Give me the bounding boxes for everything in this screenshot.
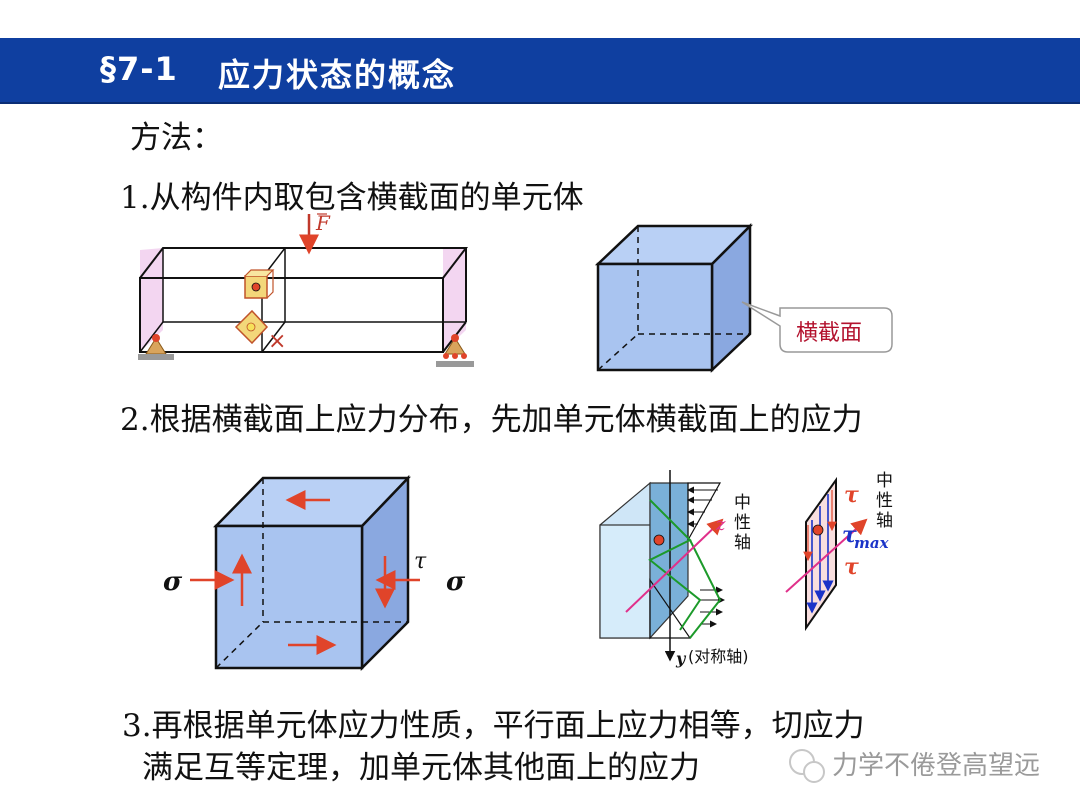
callout-cross-section: 横截面 (796, 321, 862, 346)
sigma-right-label: σ (446, 567, 466, 597)
top-margin (0, 0, 1080, 38)
neutral-axis-char-3: 轴 (734, 533, 751, 553)
neutral-axis-char-1: 中 (734, 493, 751, 513)
stressed-cube: σ σ τ (163, 474, 466, 672)
neutral-axis2-char-2: 性 (876, 491, 893, 511)
y-axis-note: (对称轴) (688, 647, 749, 666)
watermark-text: 力学不倦登高望远 (832, 751, 1041, 781)
neutral-axis-char-2: 性 (734, 513, 751, 533)
force-label: F (315, 211, 331, 235)
tau-bottom-label: τ (844, 554, 859, 580)
neutral-axis2-char-3: 轴 (876, 511, 893, 531)
z-axis-label: z (715, 514, 726, 535)
step-3-text-line2: 满足互等定理，加单元体其他面上的应力 (142, 750, 700, 786)
neutral-axis2-char-1: 中 (876, 471, 893, 491)
title-banner: §7-1 应力状态的概念 (0, 38, 1080, 104)
section-number: §7-1 (100, 50, 178, 88)
tau-top-label: τ (844, 482, 859, 508)
sigma-left-label: σ (163, 567, 183, 597)
tau-label: τ (414, 549, 427, 574)
wechat-watermark-icon (789, 749, 825, 783)
y-axis-label: y (675, 649, 687, 668)
element-cube: 横截面 (594, 222, 893, 373)
beam-figure: × F (138, 211, 474, 367)
step-2-text: 2.根据横截面上应力分布，先加单元体横截面上的应力 (120, 402, 863, 438)
step-3-text-line1: 3.再根据单元体应力性质，平行面上应力相等，切应力 (122, 708, 865, 744)
page-title: 应力状态的概念 (218, 56, 457, 94)
tau-max-subscript: max (854, 534, 890, 552)
stress-distribution: z y (对称轴) 中 性 轴 (599, 470, 751, 668)
cross-mark: × (268, 329, 286, 354)
method-label: 方法： (130, 120, 223, 156)
step-1-text: 1.从构件内取包含横截面的单元体 (120, 180, 584, 216)
tau-max-label: τ (842, 522, 857, 548)
shear-section: τ τ max τ 中 性 轴 (785, 471, 893, 632)
